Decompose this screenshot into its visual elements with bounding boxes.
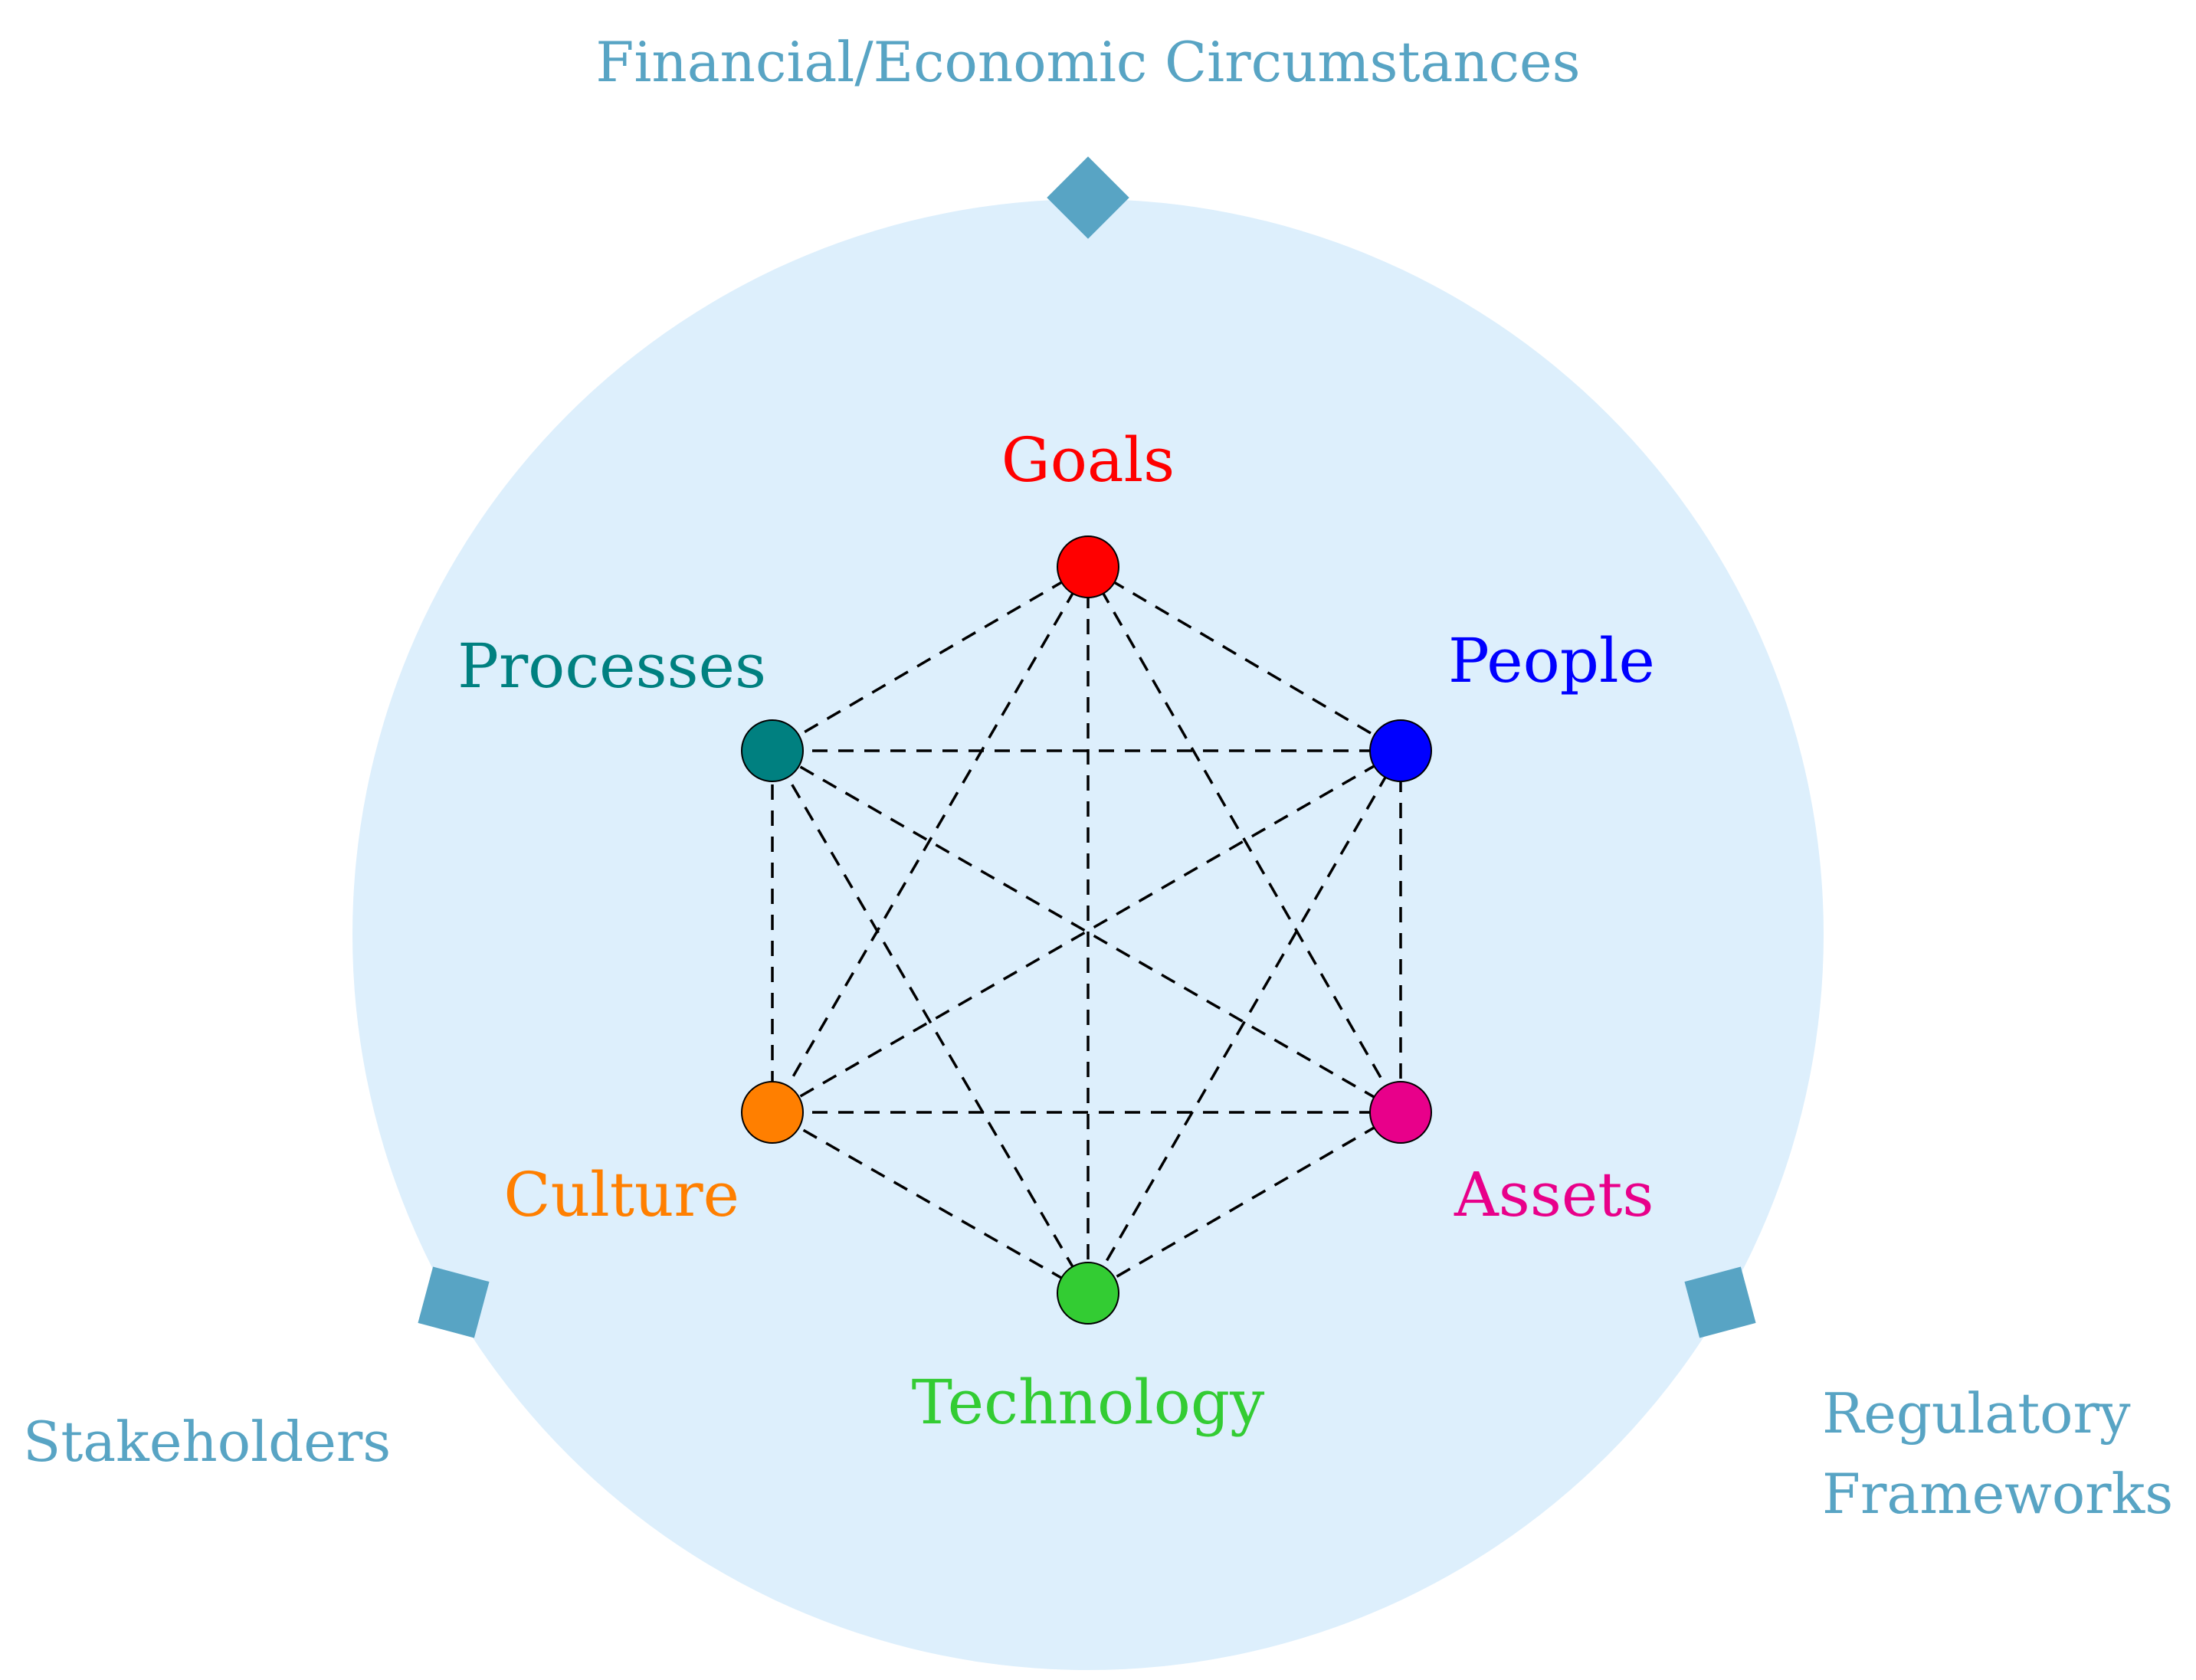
node-technology <box>1057 1262 1119 1325</box>
edges-group <box>771 565 1402 1295</box>
edge-goals-people <box>1087 565 1401 752</box>
context-label-financial: Financial/Economic Circumstances <box>595 30 1580 94</box>
node-processes <box>741 719 804 782</box>
context-label-regulatory-line2: Frameworks <box>1822 1462 2173 1526</box>
node-label-technology: Technology <box>912 1367 1265 1438</box>
edge-assets-technology <box>1087 1111 1401 1295</box>
edge-technology-culture <box>772 1111 1089 1295</box>
edge-assets-processes <box>772 749 1401 1114</box>
regulatory-marker <box>1684 1266 1756 1338</box>
node-label-culture: Culture <box>503 1159 739 1230</box>
nodes-group <box>741 535 1432 1325</box>
node-assets <box>1369 1081 1432 1144</box>
stakeholders-marker <box>418 1266 490 1338</box>
edge-goals-processes <box>772 565 1089 752</box>
node-goals <box>1057 535 1119 598</box>
node-label-goals: Goals <box>1001 424 1175 496</box>
edge-people-culture <box>772 749 1401 1114</box>
node-culture <box>741 1081 804 1144</box>
edge-goals-culture <box>771 566 1090 1113</box>
node-people <box>1369 719 1432 782</box>
context-label-regulatory-line1: Regulatory <box>1822 1381 2131 1446</box>
node-label-processes: Processes <box>457 630 766 702</box>
node-label-people: People <box>1448 625 1655 696</box>
edge-technology-processes <box>771 750 1090 1294</box>
edge-people-technology <box>1087 750 1402 1294</box>
node-label-assets: Assets <box>1454 1159 1654 1230</box>
context-label-stakeholders: Stakeholders <box>23 1410 391 1474</box>
edge-goals-assets <box>1087 566 1402 1113</box>
